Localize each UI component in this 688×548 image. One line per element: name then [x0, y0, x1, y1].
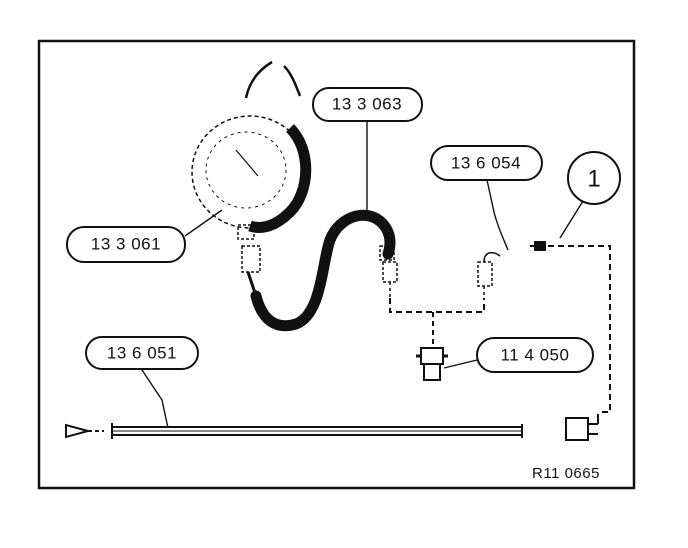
callout-1: 1: [567, 151, 621, 205]
label-114050: 11 4 050: [476, 337, 594, 373]
label-136051: 13 6 051: [85, 336, 199, 370]
svg-text:13 3 063: 13 3 063: [332, 94, 402, 113]
flex-hose: [250, 209, 396, 332]
svg-text:11 4 050: 11 4 050: [501, 345, 570, 364]
end-connector: [565, 414, 599, 441]
probe-tube-136051: [65, 423, 523, 439]
label-133061: 13 3 061: [66, 226, 186, 263]
label-136054: 13 6 054: [430, 145, 543, 181]
label-133063: 13 3 063: [312, 87, 423, 122]
dashed-connection: [389, 298, 485, 313]
hose-fitting: [379, 245, 398, 298]
svg-text:13 6 051: 13 6 051: [107, 343, 177, 362]
adapter-136054: [477, 251, 501, 298]
svg-text:1: 1: [587, 165, 600, 192]
gauge-assembly: [191, 60, 312, 297]
plug-part-1: [530, 241, 546, 251]
diagram-frame: [37, 39, 636, 490]
leader-lines: [139, 121, 584, 429]
svg-text:13 6 054: 13 6 054: [451, 153, 521, 172]
t-fitting-114050: [416, 347, 448, 381]
dashed-route-right: [548, 245, 611, 413]
reference-code: R11 0665: [532, 465, 600, 482]
svg-text:13 3 061: 13 3 061: [91, 234, 161, 253]
